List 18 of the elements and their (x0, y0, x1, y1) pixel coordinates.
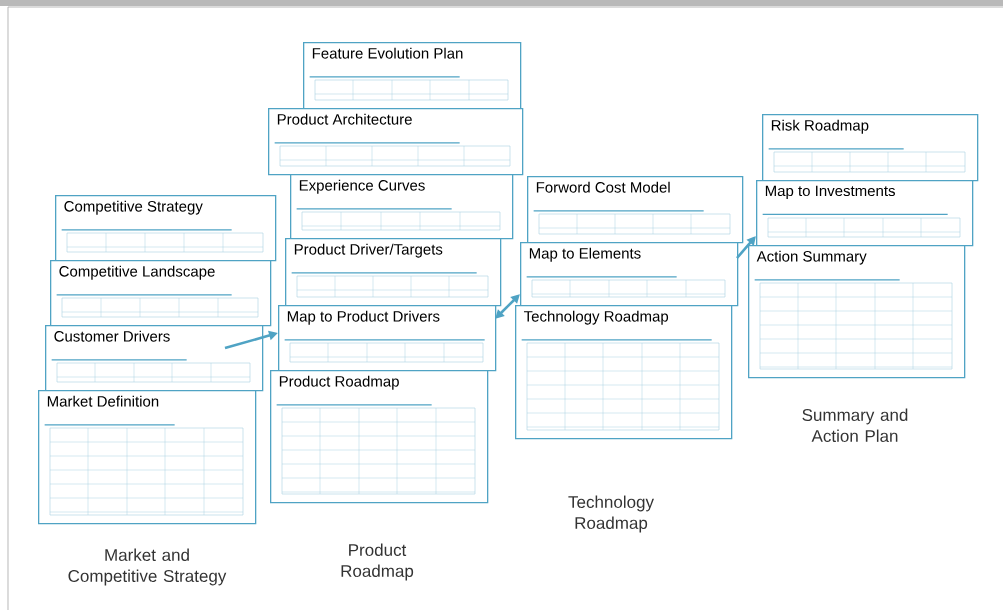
document-card: Feature Evolution Plan (303, 42, 522, 110)
stack-caption: Market and Competitive Strategy (68, 548, 227, 586)
document-card: Competitive Landscape (50, 260, 272, 327)
stack-caption: Summary and Action Plan (802, 408, 908, 443)
document-card: Map to Product Drivers (278, 305, 497, 372)
document-card: Product Architecture (268, 108, 524, 176)
document-card: Map to Investments (756, 180, 974, 247)
document-card: Competitive Strategy (55, 195, 277, 262)
arrow (495, 294, 520, 319)
document-card: Forword Cost Model (527, 176, 744, 244)
document-card: Map to Elements (520, 242, 739, 307)
document-card: Product Driver/Targets (285, 238, 502, 307)
document-card: Experience Curves (290, 174, 514, 240)
document-card: Customer Drivers (45, 325, 264, 392)
document-card: Risk Roadmap (762, 114, 979, 182)
stack-caption: Product Roadmap (341, 543, 414, 581)
arrow (736, 236, 756, 259)
stack-caption: Technology Roadmap (568, 495, 654, 533)
